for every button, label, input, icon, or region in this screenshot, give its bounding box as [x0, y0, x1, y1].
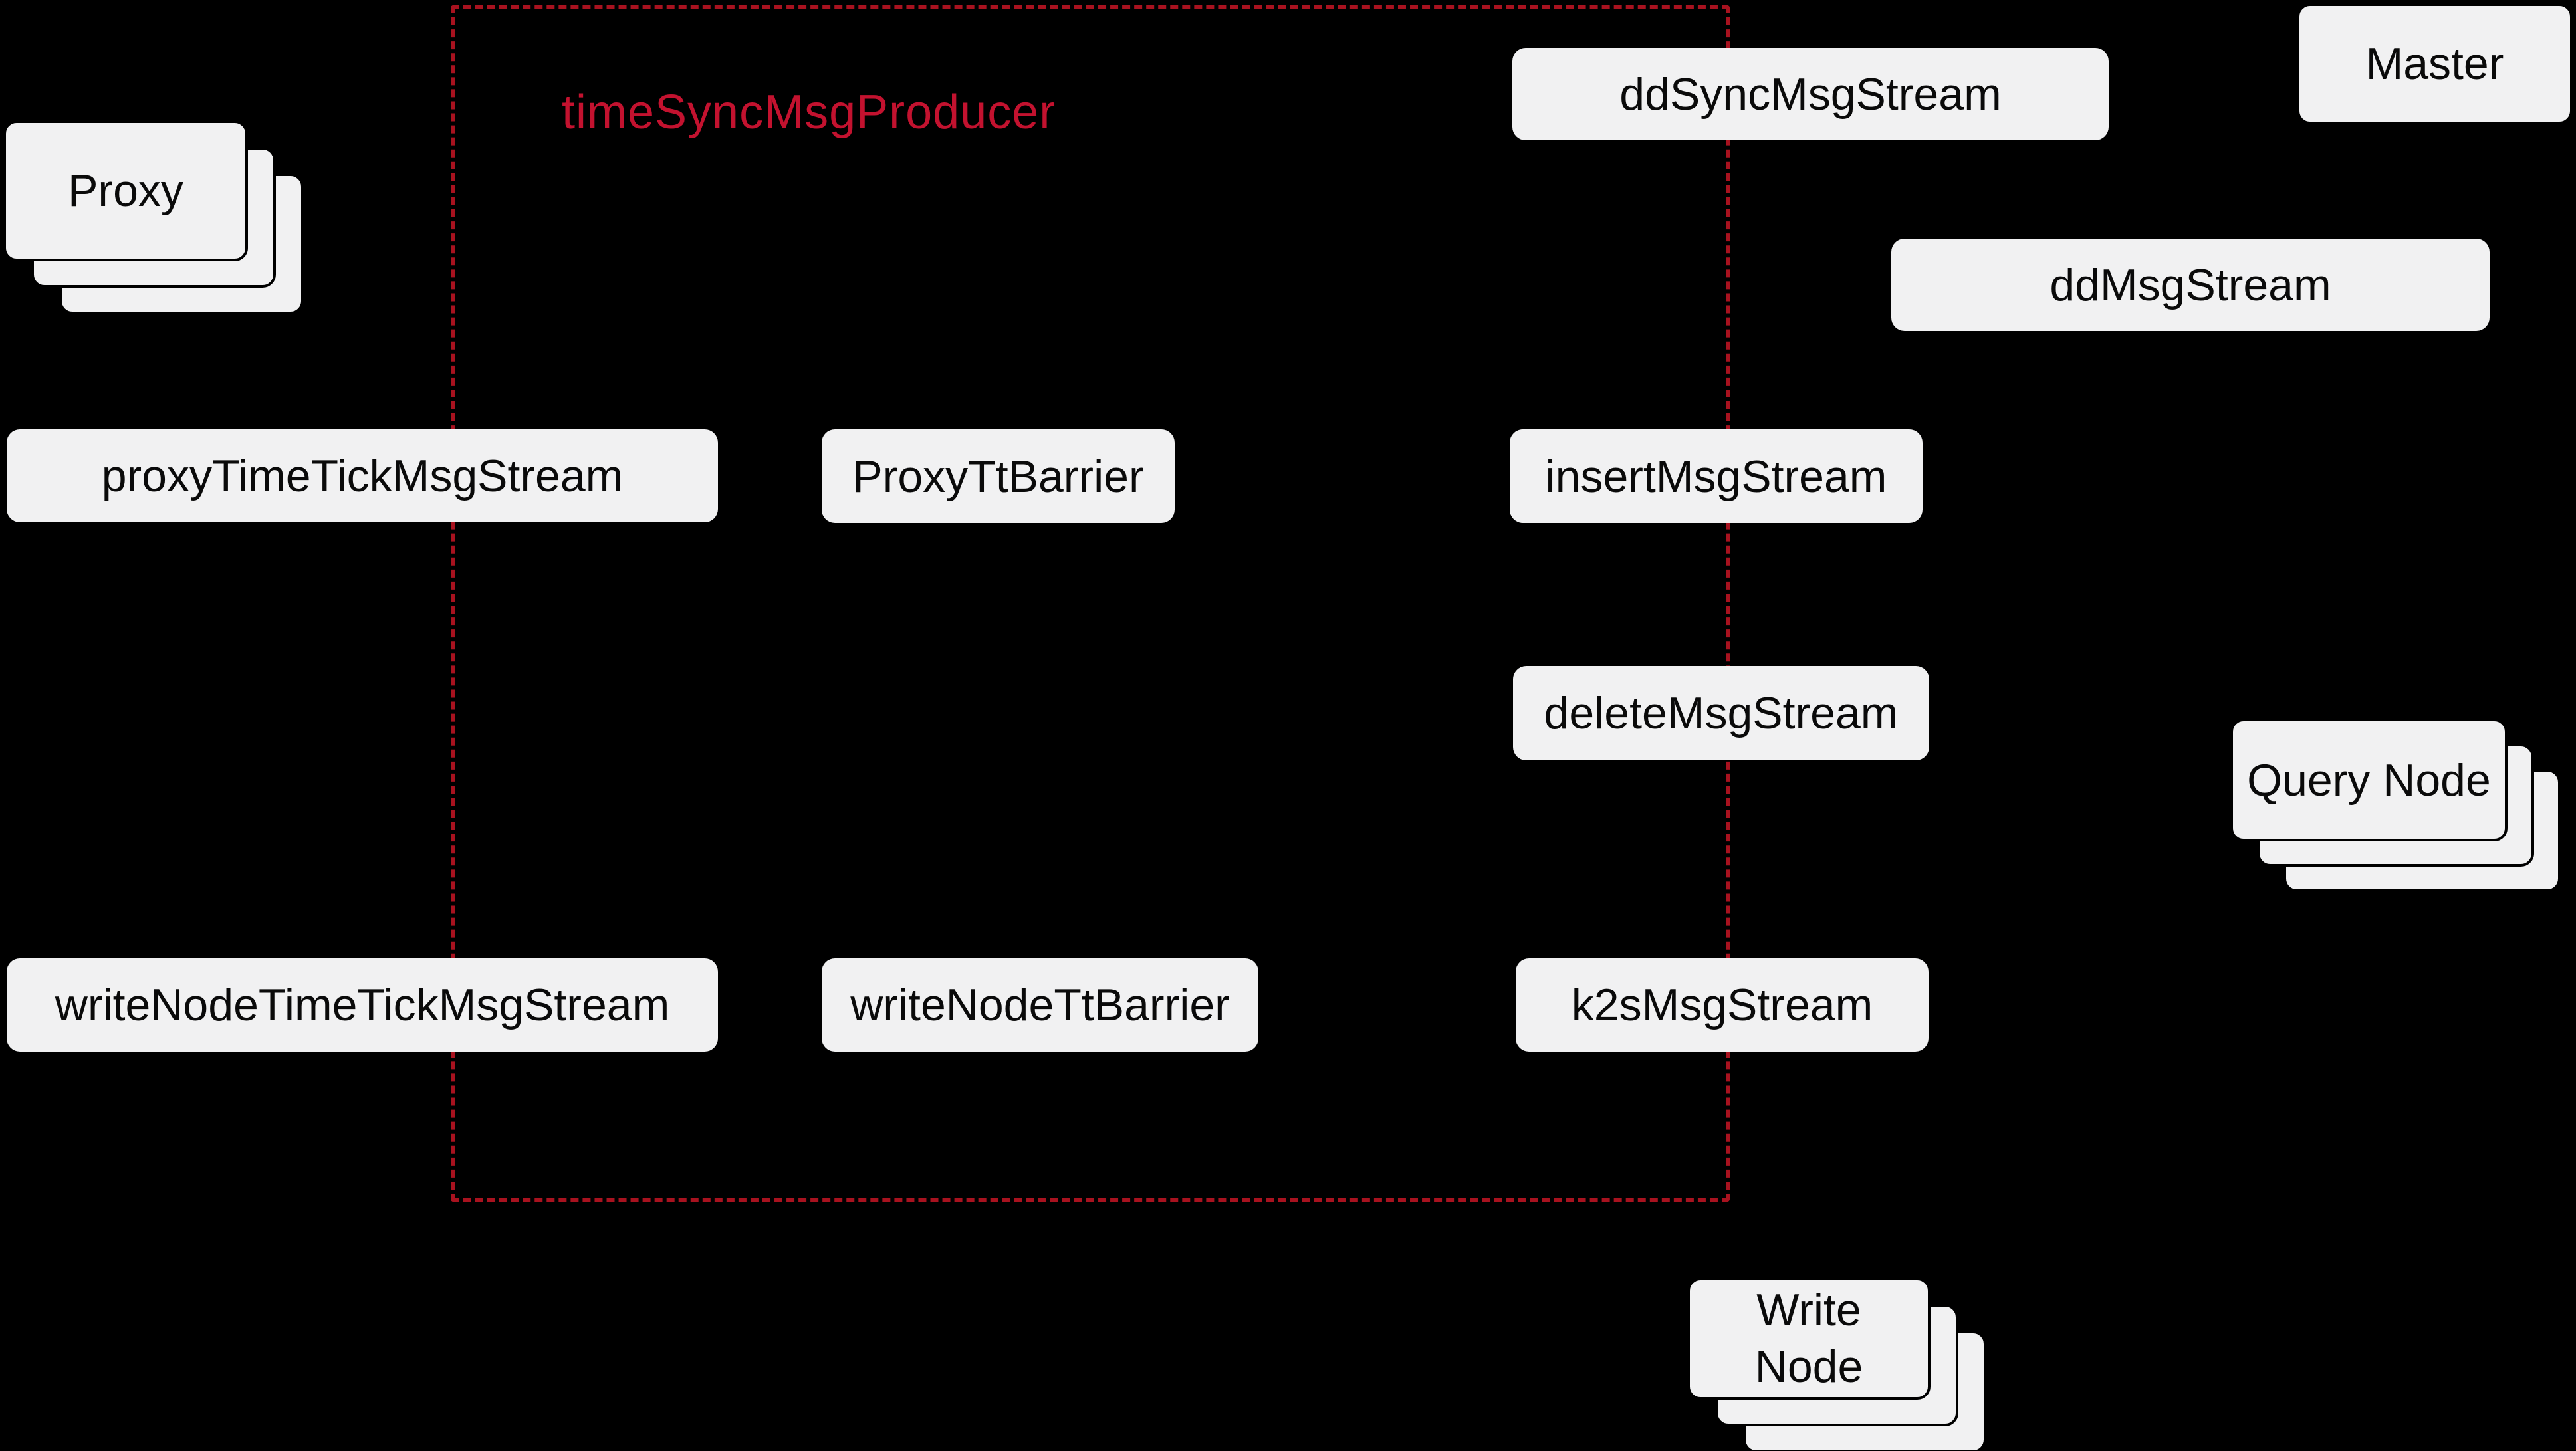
- query-node-label: Query Node: [2247, 754, 2491, 806]
- dd-msg-stream-label: ddMsgStream: [2049, 259, 2331, 310]
- write-node-label-line-1: Write: [1756, 1285, 1861, 1335]
- dd-sync-msg-stream-box: ddSyncMsgStream: [1512, 48, 2109, 140]
- k2s-msg-stream-box: k2sMsgStream: [1516, 958, 1929, 1052]
- insert-msg-stream-box: insertMsgStream: [1510, 429, 1923, 523]
- time-sync-msg-producer-group-border: [451, 5, 1730, 1202]
- write-node-label: Write Node: [1755, 1282, 1863, 1395]
- insert-msg-stream-label: insertMsgStream: [1545, 451, 1887, 502]
- write-node-time-tick-msg-stream-label: writeNodeTimeTickMsgStream: [55, 980, 670, 1030]
- proxy-tt-barrier-label: ProxyTtBarrier: [852, 451, 1144, 502]
- query-node: Query Node: [2230, 719, 2508, 841]
- proxy-tt-barrier-box: ProxyTtBarrier: [822, 429, 1175, 523]
- master-node-label: Master: [2365, 39, 2504, 89]
- write-node: Write Node: [1687, 1278, 1931, 1400]
- dd-sync-msg-stream-label: ddSyncMsgStream: [1619, 68, 2002, 120]
- write-node-tt-barrier-label: writeNodeTtBarrier: [850, 980, 1230, 1030]
- proxy-node-label: Proxy: [68, 166, 183, 216]
- write-node-tt-barrier-box: writeNodeTtBarrier: [822, 958, 1258, 1052]
- write-node-time-tick-msg-stream-box: writeNodeTimeTickMsgStream: [7, 958, 718, 1052]
- delete-msg-stream-box: deleteMsgStream: [1513, 666, 1929, 760]
- proxy-node: Proxy: [3, 120, 248, 261]
- write-node-label-line-2: Node: [1754, 1341, 1863, 1392]
- proxy-time-tick-msg-stream-label: proxyTimeTickMsgStream: [101, 451, 624, 501]
- delete-msg-stream-label: deleteMsgStream: [1544, 688, 1899, 738]
- dd-msg-stream-box: ddMsgStream: [1891, 239, 2490, 331]
- master-node: Master: [2297, 3, 2573, 124]
- k2s-msg-stream-label: k2sMsgStream: [1571, 980, 1873, 1030]
- proxy-time-tick-msg-stream-box: proxyTimeTickMsgStream: [7, 429, 718, 522]
- time-sync-msg-producer-label: timeSyncMsgProducer: [562, 86, 1056, 139]
